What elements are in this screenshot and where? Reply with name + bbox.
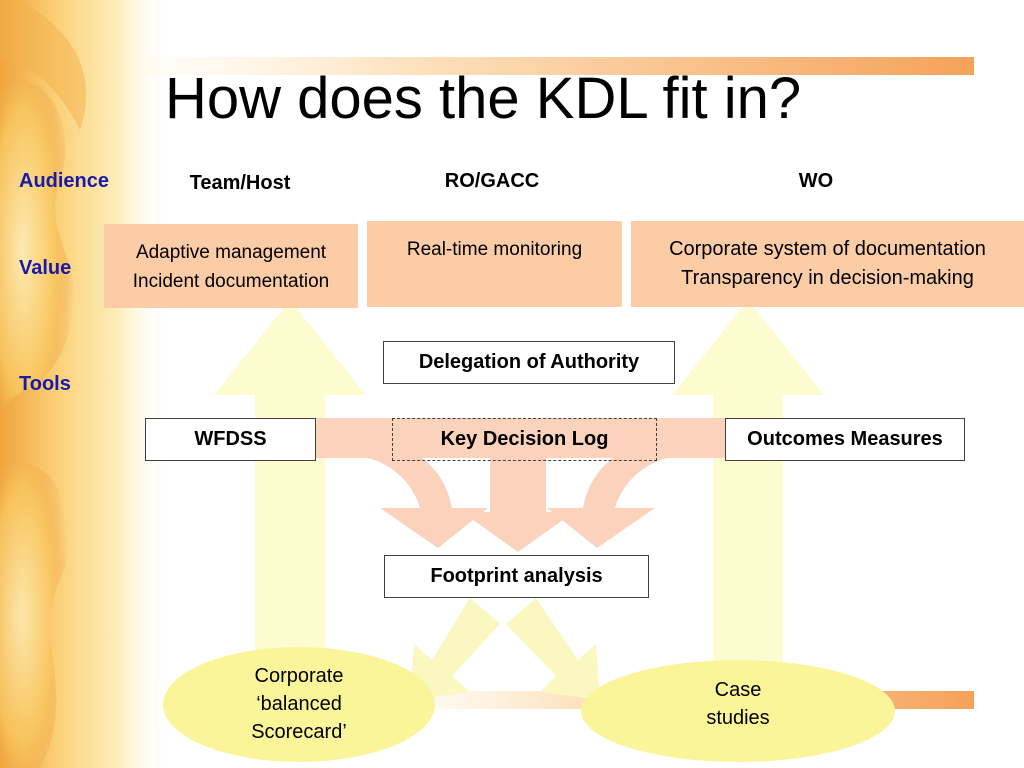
value-line: Incident documentation — [132, 271, 330, 292]
center-down-arrow — [462, 455, 574, 552]
value-box-ro-gacc: Real-time monitoring — [367, 221, 622, 307]
flame-shape-3 — [0, 0, 87, 130]
curve-arrow-left — [345, 440, 488, 548]
tool-delegation-of-authority: Delegation of Authority — [383, 341, 675, 384]
ellipse-line: Scorecard’ — [251, 721, 347, 743]
value-box-team-host: Adaptive management Incident documentati… — [104, 224, 358, 308]
ellipse-line: ‘balanced — [256, 693, 342, 715]
output-balanced-scorecard: Corporate ‘balanced Scorecard’ — [163, 647, 435, 762]
diag-arrow-to-scorecard — [410, 598, 500, 700]
output-case-studies: Case studies — [581, 660, 895, 762]
up-arrow-right — [672, 300, 824, 690]
audience-team-host: Team/Host — [189, 172, 291, 194]
value-line: Real-time monitoring — [406, 239, 583, 260]
up-arrow-left — [214, 300, 366, 690]
audience-ro-gacc: RO/GACC — [444, 170, 540, 192]
value-line: Corporate system of documentation — [669, 238, 986, 260]
flame-shape-2 — [0, 463, 71, 768]
flame-shape-1 — [0, 82, 75, 420]
tool-wfdss: WFDSS — [145, 418, 316, 461]
page-title: How does the KDL fit in? — [165, 66, 802, 131]
tool-key-decision-log: Key Decision Log — [392, 418, 657, 461]
row-label-tools: Tools — [19, 373, 71, 395]
curve-arrow-right — [547, 440, 690, 548]
value-line: Adaptive management — [135, 242, 327, 263]
value-line: Transparency in decision-making — [681, 267, 974, 289]
header-bar — [100, 57, 974, 75]
audience-wo: WO — [798, 170, 834, 192]
row-label-audience: Audience — [19, 170, 110, 192]
tool-outcomes-measures: Outcomes Measures — [725, 418, 965, 461]
value-box-wo: Corporate system of documentation Transp… — [631, 221, 1024, 307]
diag-arrow-to-case-studies — [506, 598, 600, 700]
ellipse-line: Case — [714, 679, 762, 701]
ellipse-line: Corporate — [254, 665, 344, 687]
ellipse-line: studies — [706, 707, 770, 729]
row-label-value: Value — [19, 257, 72, 279]
tool-footprint-analysis: Footprint analysis — [384, 555, 649, 598]
